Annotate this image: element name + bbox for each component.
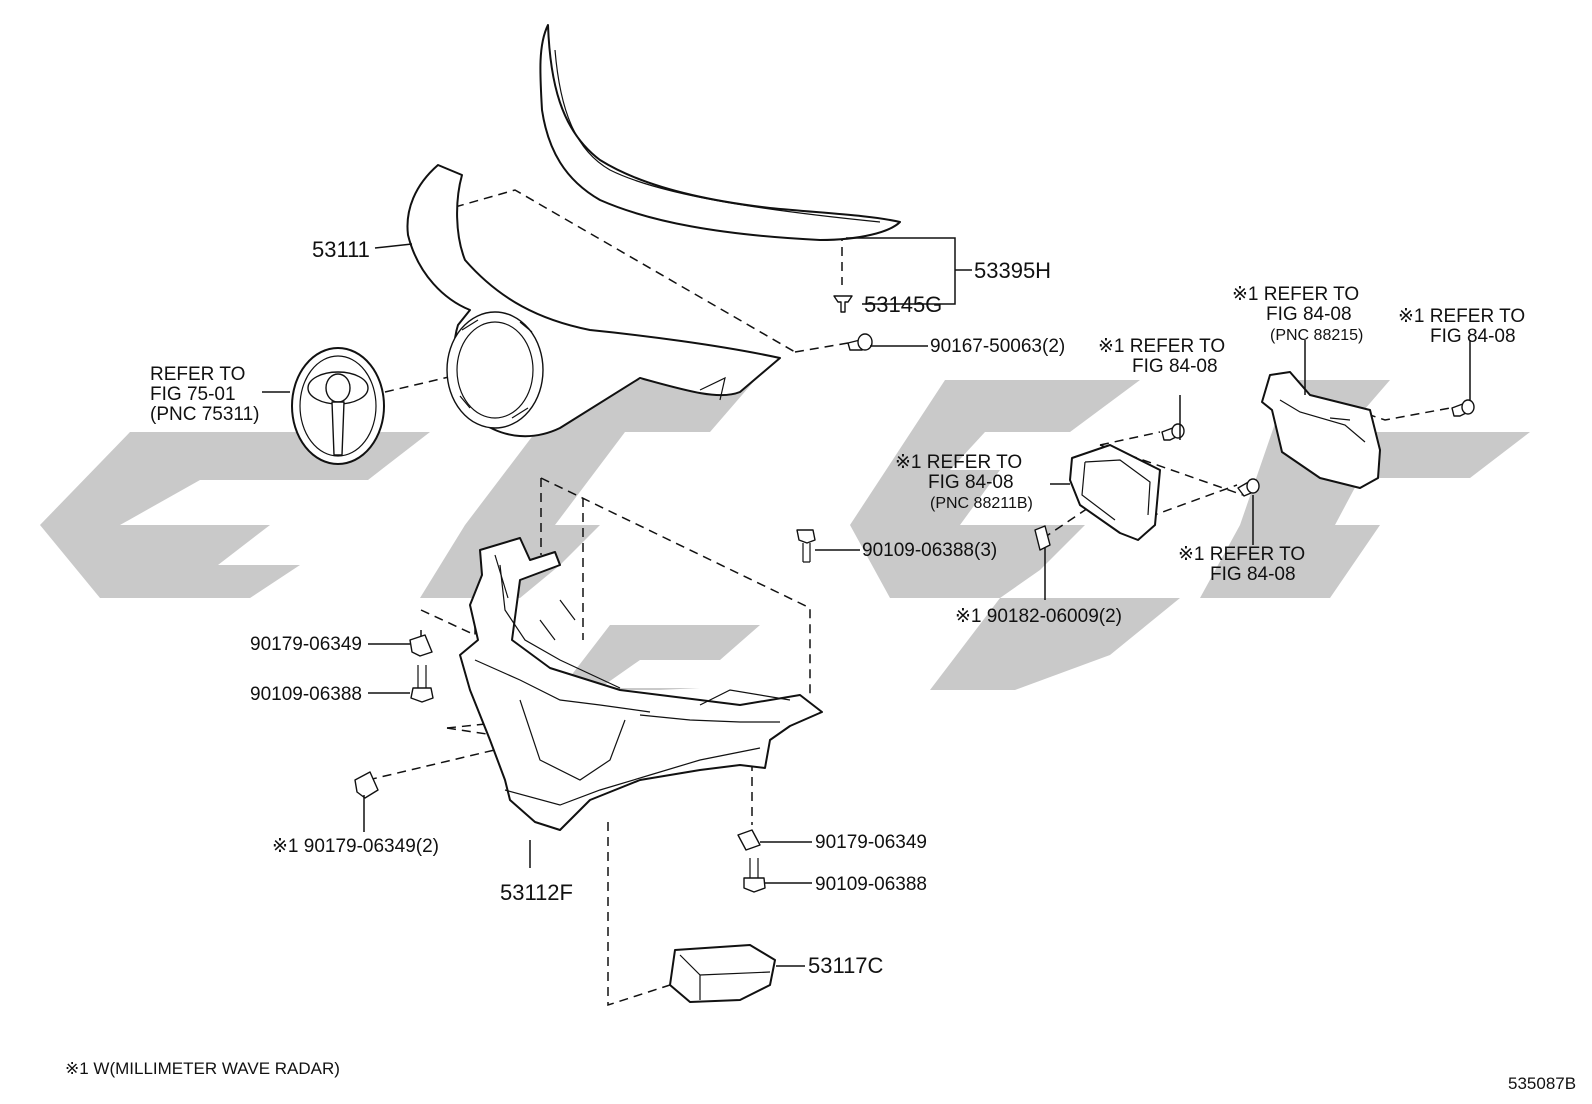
ref-radar-line1: ※1 REFER TO	[895, 452, 1022, 473]
ref-radar-line2: FIG 84-08	[928, 472, 1014, 493]
clip-53145G	[833, 295, 853, 313]
bolt-90167-50063	[847, 333, 873, 351]
ref-emblem-line3: (PNC 75311)	[150, 404, 259, 425]
label-90109-06388-3[interactable]: 90109-06388(3)	[862, 540, 997, 561]
ref-bolt-lower-line1: ※1 REFER TO	[1178, 544, 1305, 565]
ref-bracket-line3: (PNC 88215)	[1270, 327, 1363, 344]
label-leaders	[262, 237, 1471, 967]
hood-molding-53395H	[539, 24, 901, 241]
ref-bracket-line1: ※1 REFER TO	[1232, 284, 1359, 305]
clip-90179-06349-left	[409, 634, 433, 657]
label-90109-06388-bottom[interactable]: 90109-06388	[815, 874, 927, 895]
label-90179-06349-2[interactable]: ※1 90179-06349(2)	[272, 836, 439, 857]
ref-bolt-lower-line2: FIG 84-08	[1210, 564, 1296, 585]
label-90179-06349-bottom[interactable]: 90179-06349	[815, 832, 927, 853]
radar-sensor	[1069, 444, 1161, 541]
reference-emblem[interactable]: REFER TO FIG 75-01 (PNC 75311)	[150, 364, 259, 425]
nut-90182-06009	[1034, 525, 1051, 551]
footnote: ※1 W(MILLIMETER WAVE RADAR)	[65, 1059, 340, 1078]
radiator-support-53112F	[459, 537, 823, 831]
label-90167-50063[interactable]: 90167-50063(2)	[930, 336, 1065, 357]
diagram-id: 535087B	[1508, 1074, 1576, 1093]
reference-bolt-right[interactable]: ※1 REFER TO FIG 84-08	[1398, 306, 1525, 347]
ref-radar-line3: (PNC 88211B)	[930, 495, 1033, 512]
ref-bracket-line2: FIG 84-08	[1266, 304, 1352, 325]
label-90179-06349-left[interactable]: 90179-06349	[250, 634, 362, 655]
reference-bolt-upper[interactable]: ※1 REFER TO FIG 84-08	[1098, 336, 1225, 377]
label-53112F[interactable]: 53112F	[500, 880, 573, 905]
reference-radar-sensor[interactable]: ※1 REFER TO FIG 84-08 (PNC 88211B)	[895, 452, 1033, 512]
reference-bolt-lower[interactable]: ※1 REFER TO FIG 84-08	[1178, 544, 1305, 585]
part-labels: 53111 53395H 53145G 90167-50063(2) 90109…	[250, 237, 1122, 978]
bolt-90109-06388-bottom	[743, 858, 766, 893]
ref-emblem-line2: FIG 75-01	[150, 384, 236, 405]
ref-bolt-right-line1: ※1 REFER TO	[1398, 306, 1525, 327]
radiator-grille-53111	[406, 164, 781, 438]
label-53117C[interactable]: 53117C	[808, 953, 884, 978]
bolt-90109-06388-center	[796, 529, 816, 563]
label-53111[interactable]: 53111	[312, 237, 370, 262]
nut-90179-06349-pair	[354, 771, 379, 799]
ref-bolt-upper-line2: FIG 84-08	[1132, 356, 1218, 377]
ref-emblem-line1: REFER TO	[150, 364, 245, 385]
bolt-upper	[1161, 423, 1185, 441]
ref-bolt-upper-line1: ※1 REFER TO	[1098, 336, 1225, 357]
label-90182-06009[interactable]: ※1 90182-06009(2)	[955, 606, 1122, 627]
label-53145G[interactable]: 53145G	[864, 292, 942, 317]
bolt-90109-06388-left	[410, 665, 434, 703]
clip-90179-06349-bottom	[737, 829, 761, 851]
label-53395H[interactable]: 53395H	[974, 258, 1051, 283]
bolt-lower	[1237, 478, 1260, 497]
air-duct-53117C	[669, 944, 776, 1003]
radar-bracket	[1261, 371, 1381, 489]
reference-bracket[interactable]: ※1 REFER TO FIG 84-08 (PNC 88215)	[1232, 284, 1363, 344]
bolt-right	[1451, 399, 1475, 417]
toyota-emblem	[291, 347, 385, 465]
label-90109-06388-left[interactable]: 90109-06388	[250, 684, 362, 705]
ref-bolt-right-line2: FIG 84-08	[1430, 326, 1516, 347]
